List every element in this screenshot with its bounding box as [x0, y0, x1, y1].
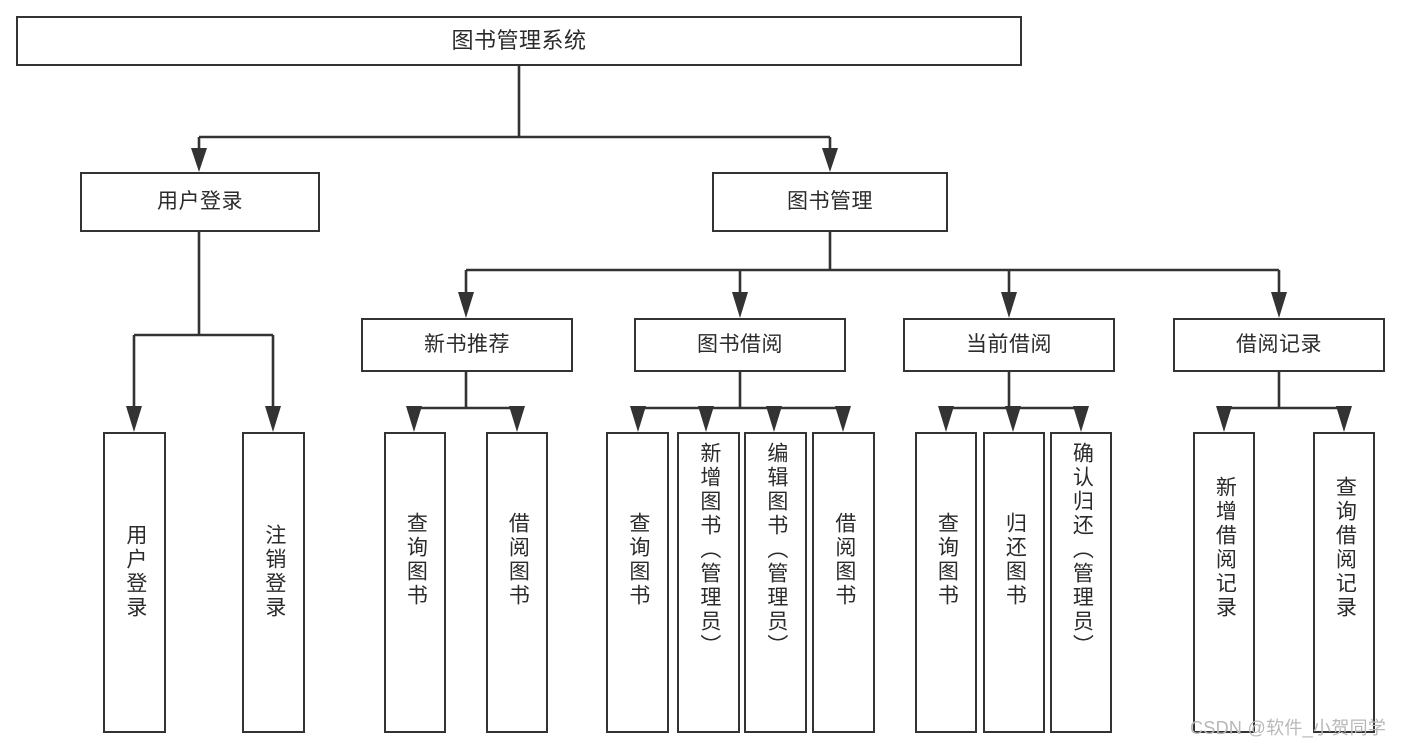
leaf-edit-book-admin[interactable]: 编辑图书（管理员） — [744, 432, 807, 733]
leaf-query-book-1[interactable]: 查询图书 — [384, 432, 446, 733]
node-user-login-label: 用户登录 — [157, 189, 243, 213]
leaf-borrow-book-1[interactable]: 借阅图书 — [486, 432, 548, 733]
edge-userlogin-to-leaves — [126, 232, 281, 432]
leaf-return-book-label: 归还图书 — [1003, 512, 1027, 608]
node-root[interactable]: 图书管理系统 — [16, 16, 1022, 66]
node-current-borrow-label: 当前借阅 — [966, 332, 1052, 356]
leaf-query-book-1-label: 查询图书 — [404, 512, 428, 608]
node-user-login[interactable]: 用户登录 — [80, 172, 320, 232]
edge-root-to-level2 — [191, 66, 838, 172]
leaf-query-book-3[interactable]: 查询图书 — [915, 432, 977, 733]
leaf-confirm-return-admin[interactable]: 确认归还（管理员） — [1050, 432, 1112, 733]
node-root-label: 图书管理系统 — [451, 28, 587, 54]
node-book-manage-label: 图书管理 — [787, 189, 873, 213]
edge-bookborrow-to-leaves — [630, 372, 851, 432]
leaf-logout-label: 注销登录 — [262, 524, 286, 620]
leaf-query-book-3-label: 查询图书 — [935, 512, 959, 608]
edge-newbook-to-leaves — [406, 372, 525, 432]
leaf-query-book-2-label: 查询图书 — [626, 512, 650, 608]
edge-bookmanage-to-level3 — [458, 232, 1287, 318]
leaf-add-book-admin[interactable]: 新增图书（管理员） — [677, 432, 740, 733]
node-book-borrow-label: 图书借阅 — [697, 332, 783, 356]
edge-currentborrow-to-leaves — [938, 372, 1089, 432]
node-new-book-recommend-label: 新书推荐 — [424, 332, 510, 356]
watermark-text: CSDN @软件_小贺同学 — [1190, 718, 1387, 738]
leaf-add-record[interactable]: 新增借阅记录 — [1193, 432, 1255, 733]
leaf-query-record[interactable]: 查询借阅记录 — [1313, 432, 1375, 733]
leaf-query-book-2[interactable]: 查询图书 — [606, 432, 669, 733]
node-current-borrow[interactable]: 当前借阅 — [903, 318, 1115, 372]
node-book-manage[interactable]: 图书管理 — [712, 172, 948, 232]
leaf-confirm-return-admin-label: 确认归还（管理员） — [1070, 442, 1094, 658]
edge-borrowrecord-to-leaves — [1216, 372, 1352, 432]
leaf-borrow-book-2[interactable]: 借阅图书 — [812, 432, 875, 733]
leaf-add-record-label: 新增借阅记录 — [1213, 476, 1237, 620]
leaf-user-login-label: 用户登录 — [123, 524, 147, 620]
node-borrow-record-label: 借阅记录 — [1236, 332, 1322, 356]
leaf-borrow-book-2-label: 借阅图书 — [832, 512, 856, 608]
node-book-borrow[interactable]: 图书借阅 — [634, 318, 846, 372]
leaf-user-login[interactable]: 用户登录 — [103, 432, 166, 733]
leaf-add-book-admin-label: 新增图书（管理员） — [697, 442, 721, 658]
node-new-book-recommend[interactable]: 新书推荐 — [361, 318, 573, 372]
leaf-logout[interactable]: 注销登录 — [242, 432, 305, 733]
leaf-edit-book-admin-label: 编辑图书（管理员） — [764, 442, 788, 658]
leaf-query-record-label: 查询借阅记录 — [1333, 476, 1357, 620]
leaf-borrow-book-1-label: 借阅图书 — [506, 512, 530, 608]
leaf-return-book[interactable]: 归还图书 — [983, 432, 1045, 733]
node-borrow-record[interactable]: 借阅记录 — [1173, 318, 1385, 372]
